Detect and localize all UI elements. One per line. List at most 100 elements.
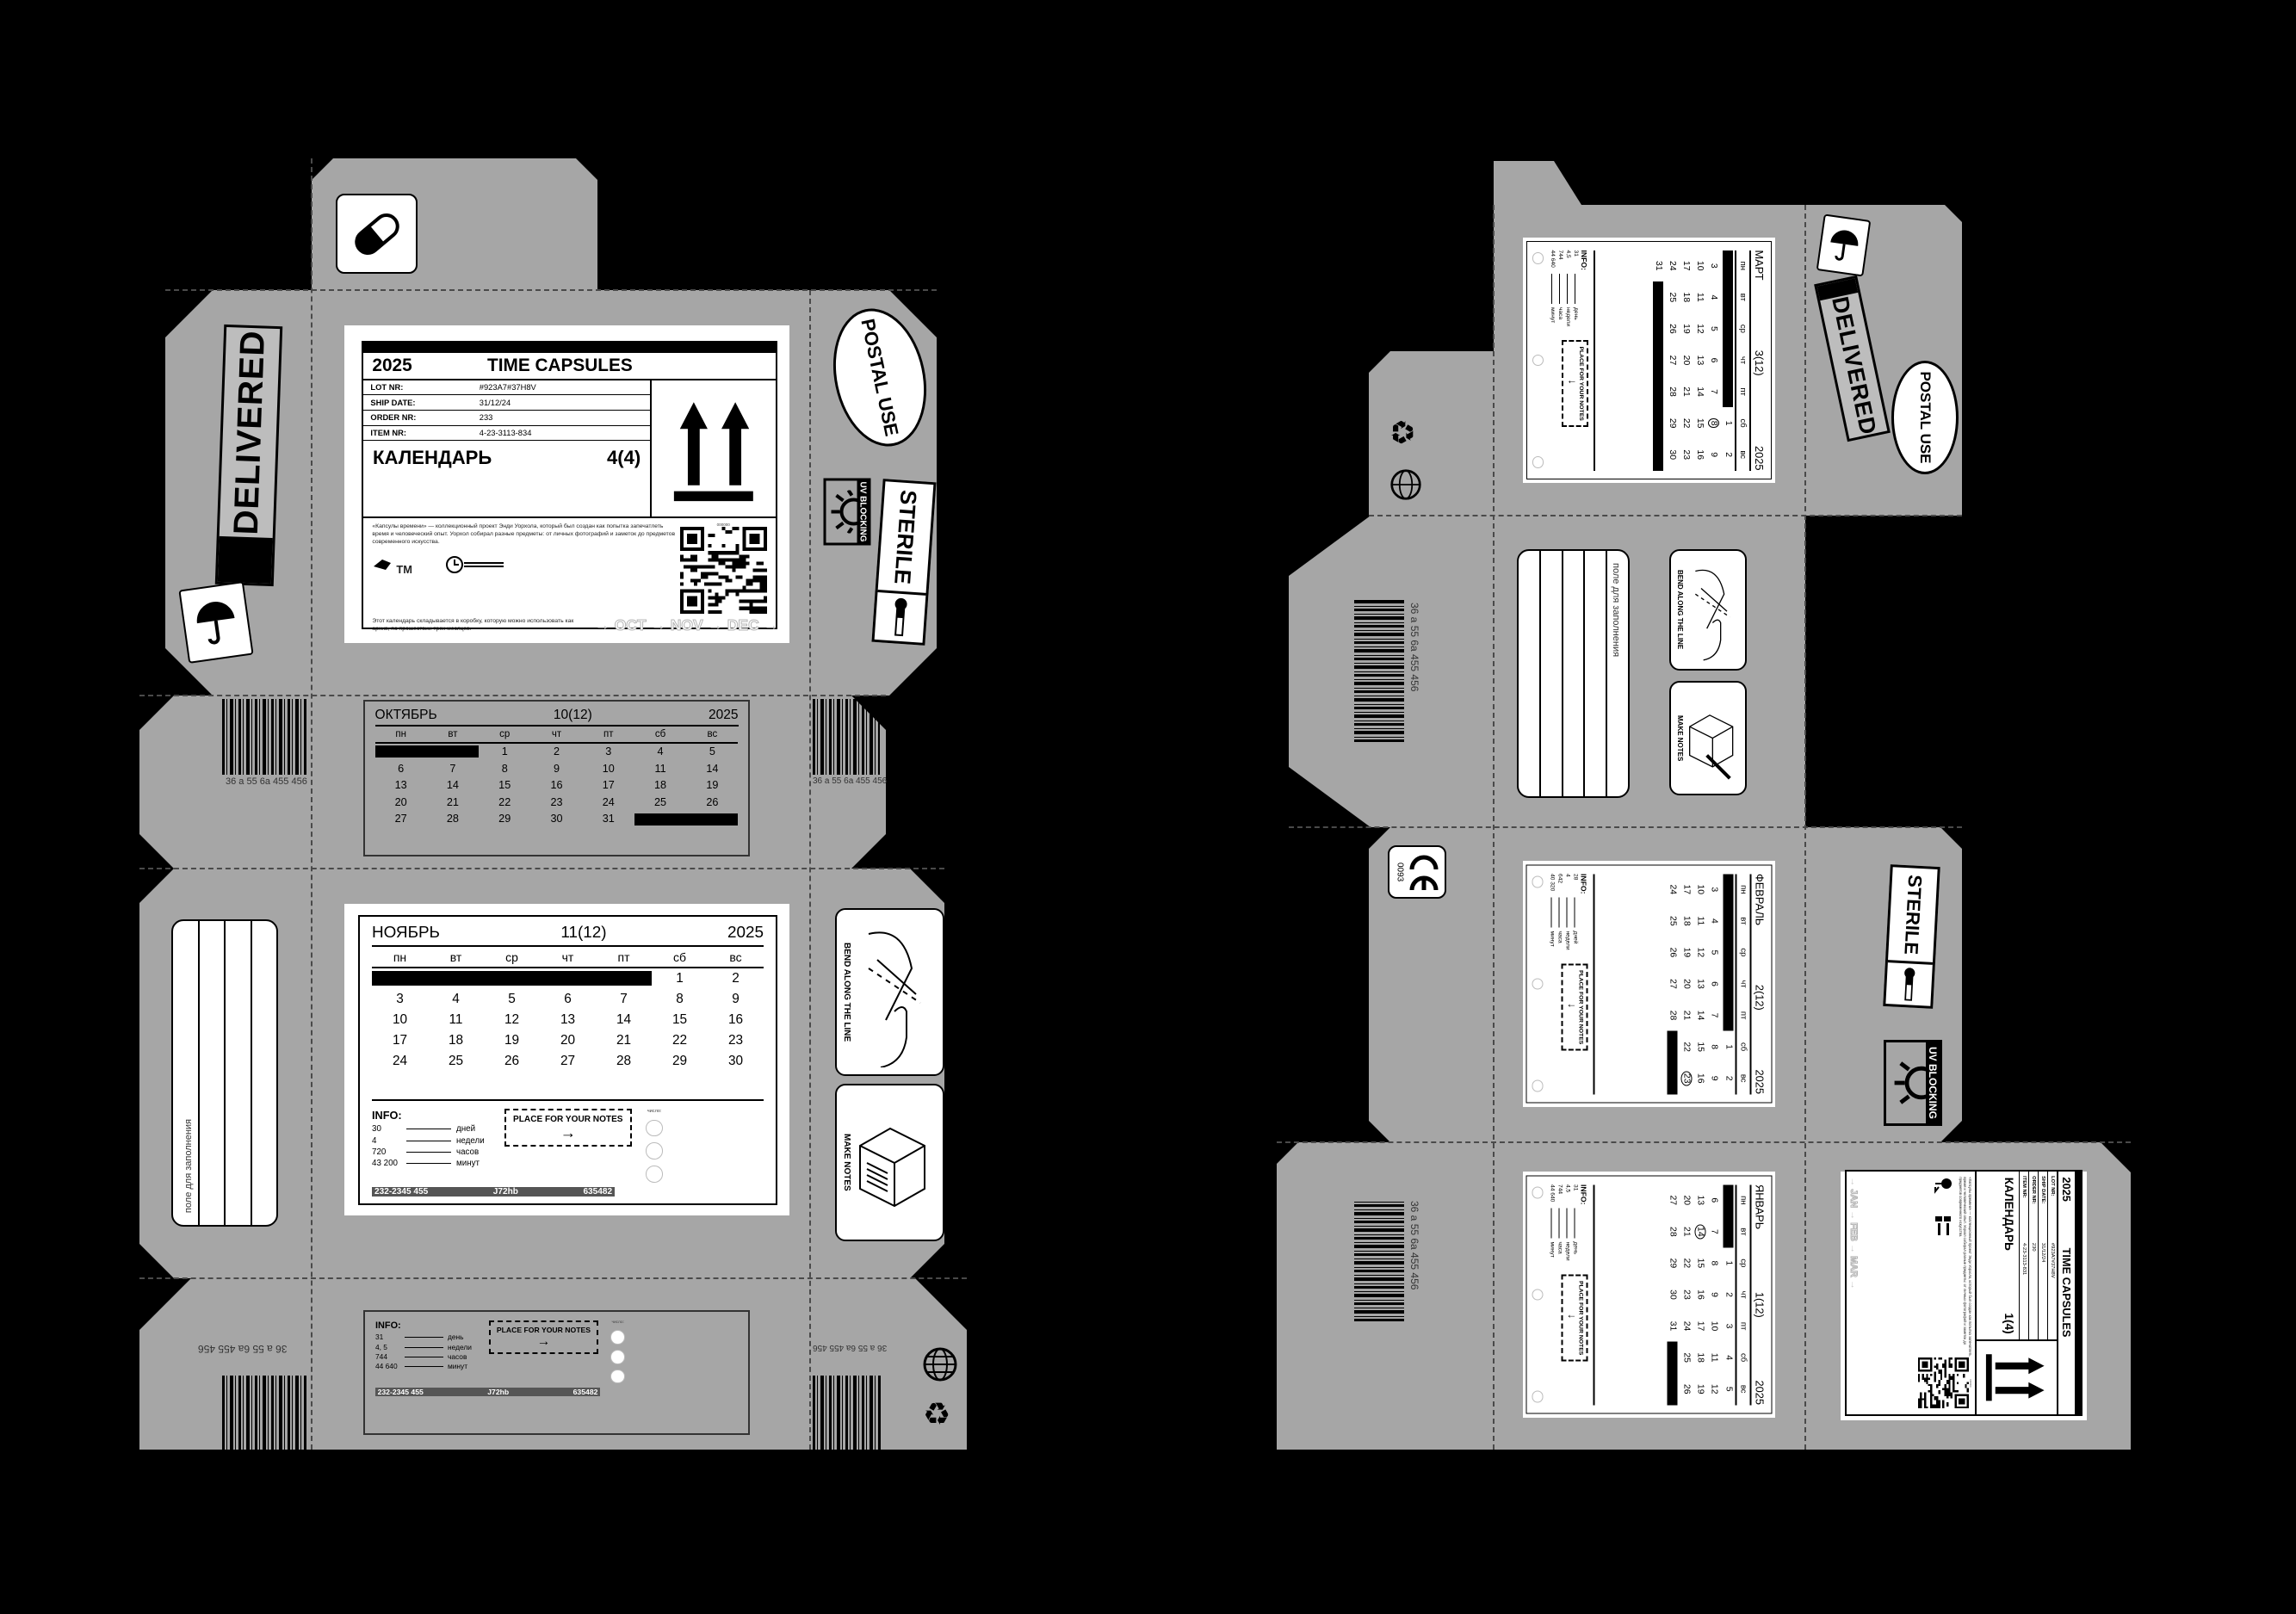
day-cell[interactable]: 18 xyxy=(1679,281,1693,313)
day-cell[interactable]: 4 xyxy=(634,744,686,761)
day-cell[interactable]: 28 xyxy=(596,1051,652,1072)
day-cell[interactable]: 7 xyxy=(596,989,652,1010)
day-cell[interactable]: 16 xyxy=(708,1010,764,1030)
day-cell[interactable]: 21 xyxy=(1679,1216,1693,1248)
day-cell[interactable]: 19 xyxy=(1693,1373,1707,1405)
day-cell[interactable]: 3 xyxy=(1707,874,1721,906)
day-cell[interactable]: 14 xyxy=(1693,999,1707,1031)
day-cell[interactable]: 6 xyxy=(540,989,596,1010)
day-cell[interactable]: 18 xyxy=(428,1030,484,1051)
day-cell[interactable]: 6 xyxy=(1707,1184,1721,1216)
day-cell[interactable]: 28 xyxy=(1665,376,1679,408)
day-cell[interactable]: 29 xyxy=(1665,407,1679,439)
day-cell[interactable]: 23 xyxy=(1679,439,1693,471)
day-cell[interactable]: 24 xyxy=(372,1051,428,1072)
day-cell[interactable]: 18 xyxy=(1693,1342,1707,1374)
day-cell[interactable]: 11 xyxy=(428,1010,484,1030)
day-cell[interactable]: 17 xyxy=(1693,1310,1707,1342)
day-cell[interactable]: 3 xyxy=(1706,250,1720,282)
day-cell[interactable]: 24 xyxy=(1665,250,1679,282)
day-cell[interactable]: 17 xyxy=(372,1030,428,1051)
day-cell[interactable]: 25 xyxy=(428,1051,484,1072)
day-cell[interactable]: 13 xyxy=(375,777,427,795)
day-cell[interactable]: 12 xyxy=(1693,313,1706,345)
day-cell[interactable]: 7 xyxy=(1706,376,1720,408)
day-cell[interactable]: 7 xyxy=(427,761,479,778)
day-cell[interactable]: 5 xyxy=(1721,1373,1735,1405)
day-cell[interactable]: 20 xyxy=(1679,1184,1693,1216)
day-cell[interactable]: 20 xyxy=(540,1030,596,1051)
day-cell[interactable]: 17 xyxy=(583,777,634,795)
day-cell[interactable]: 14 xyxy=(596,1010,652,1030)
day-cell[interactable]: 7 xyxy=(1707,999,1721,1031)
day-cell[interactable]: 28 xyxy=(1665,999,1679,1031)
day-circle[interactable] xyxy=(646,1142,663,1159)
day-cell[interactable]: 24 xyxy=(583,795,634,812)
day-cell[interactable]: 2 xyxy=(1721,1279,1735,1311)
day-cell[interactable]: 13 xyxy=(1693,344,1706,376)
day-cell[interactable]: 1 xyxy=(1721,1247,1735,1279)
day-cell[interactable]: 17 xyxy=(1679,250,1693,282)
day-cell[interactable]: 14 xyxy=(1693,376,1706,408)
day-cell[interactable]: 15 xyxy=(479,777,530,795)
day-cell[interactable]: 19 xyxy=(686,777,738,795)
notes-placeholder-box[interactable]: PLACE FOR YOUR NOTES→ xyxy=(488,1320,598,1354)
day-cell[interactable]: 6 xyxy=(375,761,427,778)
day-cell[interactable]: 9 xyxy=(1707,1062,1721,1094)
circled-day-cell[interactable]: 8 xyxy=(1706,407,1720,439)
day-cell[interactable]: 8 xyxy=(1707,1247,1721,1279)
day-cell[interactable]: 24 xyxy=(1665,874,1679,906)
day-cell[interactable]: 26 xyxy=(1665,937,1679,968)
day-cell[interactable]: 26 xyxy=(484,1051,540,1072)
day-cell[interactable]: 8 xyxy=(652,989,708,1010)
notes-field-card[interactable]: поле для заполнения xyxy=(171,919,278,1227)
day-circle[interactable] xyxy=(610,1349,626,1364)
day-cell[interactable]: 2 xyxy=(530,744,582,761)
day-cell[interactable]: 10 xyxy=(372,1010,428,1030)
day-cell[interactable]: 9 xyxy=(530,761,582,778)
day-cell[interactable]: 31 xyxy=(583,811,634,828)
day-cell[interactable]: 2 xyxy=(1720,439,1734,471)
day-cell[interactable]: 18 xyxy=(634,777,686,795)
day-cell[interactable]: 9 xyxy=(1707,1279,1721,1311)
day-cell[interactable]: 25 xyxy=(1665,281,1679,313)
day-cell[interactable]: 15 xyxy=(1693,1031,1707,1063)
day-cell[interactable]: 31 xyxy=(1665,1310,1679,1342)
day-cell[interactable]: 23 xyxy=(708,1030,764,1051)
day-cell[interactable]: 26 xyxy=(1679,1373,1693,1405)
day-cell[interactable]: 21 xyxy=(427,795,479,812)
day-cell[interactable]: 12 xyxy=(1693,937,1707,968)
notes-placeholder-box[interactable]: PLACE FOR YOUR NOTES→ xyxy=(1561,963,1588,1051)
day-cell[interactable]: 18 xyxy=(1679,906,1693,937)
day-cell[interactable]: 30 xyxy=(708,1051,764,1072)
day-cell[interactable]: 1 xyxy=(479,744,530,761)
notes-placeholder-box[interactable]: PLACE FOR YOUR NOTES→ xyxy=(1561,1274,1588,1362)
day-cell[interactable]: 29 xyxy=(652,1051,708,1072)
day-cell[interactable]: 30 xyxy=(1665,439,1679,471)
day-cell[interactable]: 17 xyxy=(1679,874,1693,906)
day-cell[interactable]: 21 xyxy=(1679,999,1693,1031)
day-cell[interactable]: 22 xyxy=(479,795,530,812)
day-cell[interactable]: 23 xyxy=(530,795,582,812)
day-cell[interactable]: 15 xyxy=(1693,407,1706,439)
day-cell[interactable]: 2 xyxy=(1721,1062,1735,1094)
day-cell[interactable]: 11 xyxy=(1693,906,1707,937)
day-cell[interactable]: 27 xyxy=(1665,968,1679,1000)
notes-placeholder-box[interactable]: PLACE FOR YOUR NOTES→ xyxy=(504,1108,632,1147)
day-cell[interactable]: 27 xyxy=(1665,344,1679,376)
day-cell[interactable]: 16 xyxy=(1693,1062,1707,1094)
day-cell[interactable]: 21 xyxy=(596,1030,652,1051)
day-cell[interactable]: 11 xyxy=(634,761,686,778)
day-circle[interactable] xyxy=(646,1165,663,1183)
day-cell[interactable]: 19 xyxy=(484,1030,540,1051)
day-cell[interactable]: 15 xyxy=(652,1010,708,1030)
day-cell[interactable]: 5 xyxy=(686,744,738,761)
day-cell[interactable]: 22 xyxy=(1679,407,1693,439)
day-cell[interactable]: 2 xyxy=(708,968,764,989)
day-cell[interactable]: 12 xyxy=(484,1010,540,1030)
day-cell[interactable]: 19 xyxy=(1679,937,1693,968)
day-cell[interactable]: 23 xyxy=(1679,1279,1693,1311)
day-cell[interactable]: 1 xyxy=(652,968,708,989)
day-cell[interactable]: 3 xyxy=(583,744,634,761)
day-cell[interactable]: 21 xyxy=(1679,376,1693,408)
